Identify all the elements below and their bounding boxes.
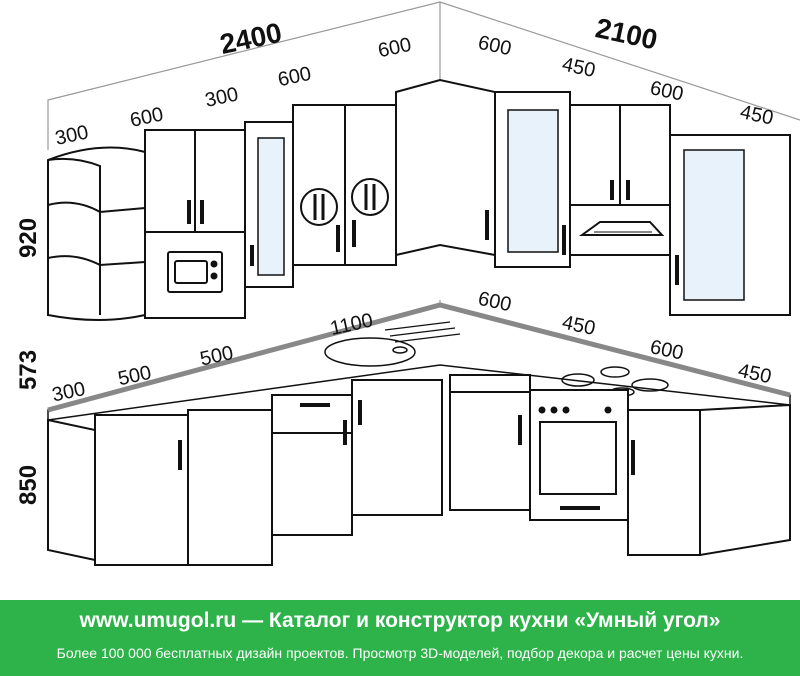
sink-icon <box>324 321 461 367</box>
oven-icon <box>529 389 629 521</box>
lower-cabinet-500-a <box>94 414 189 566</box>
lower-cabinet-600-end <box>699 403 791 557</box>
lower-cabinet-600-right <box>449 374 531 511</box>
lower-cabinet-450-right <box>627 409 701 556</box>
lower-cabinet-500-b <box>187 409 273 566</box>
plate-cutlery-icon <box>351 178 389 216</box>
dim-upper-left-3: 600 <box>276 63 313 91</box>
lower-corner-bevel <box>47 418 96 562</box>
upper-cabinets <box>47 78 791 321</box>
range-hood-icon <box>578 221 665 236</box>
dim-upper-right-2: 600 <box>648 77 685 105</box>
lower-cabinet-sink <box>351 379 443 516</box>
dim-height-upper: 920 <box>15 218 42 258</box>
lower-cabinets <box>47 374 791 566</box>
dim-upper-right-3: 450 <box>738 101 775 129</box>
dim-lower-right-0: 600 <box>476 288 513 316</box>
footer-title[interactable]: www.umugol.ru — Каталог и конструктор ку… <box>79 609 721 632</box>
dim-upper-left-2: 300 <box>203 83 240 111</box>
upper-corner-cabinet <box>395 78 496 257</box>
dim-upper-right-0: 600 <box>476 32 513 60</box>
dim-wall-right: 2100 <box>593 12 660 55</box>
dim-upper-left-1: 600 <box>128 103 165 131</box>
dim-upper-right-1: 450 <box>560 53 597 81</box>
plate-cutlery-icon <box>300 188 338 226</box>
dim-upper-left-0: 300 <box>53 121 90 149</box>
dim-upper-corner: 600 <box>376 34 413 62</box>
footer-banner: www.umugol.ru — Каталог и конструктор ку… <box>0 600 800 676</box>
dim-wall-left: 2400 <box>217 17 284 60</box>
footer-subtitle: Более 100 000 бесплатных дизайн проектов… <box>56 645 744 661</box>
lower-cabinet-drawers <box>271 394 353 536</box>
dim-height-gap: 573 <box>15 350 42 390</box>
microwave-icon <box>167 251 223 293</box>
open-shelf-unit <box>47 146 146 321</box>
kitchen-diagram: 2400 2100 300 600 300 600 600 600 450 60… <box>15 1 800 566</box>
dim-height-lower: 850 <box>15 465 42 505</box>
